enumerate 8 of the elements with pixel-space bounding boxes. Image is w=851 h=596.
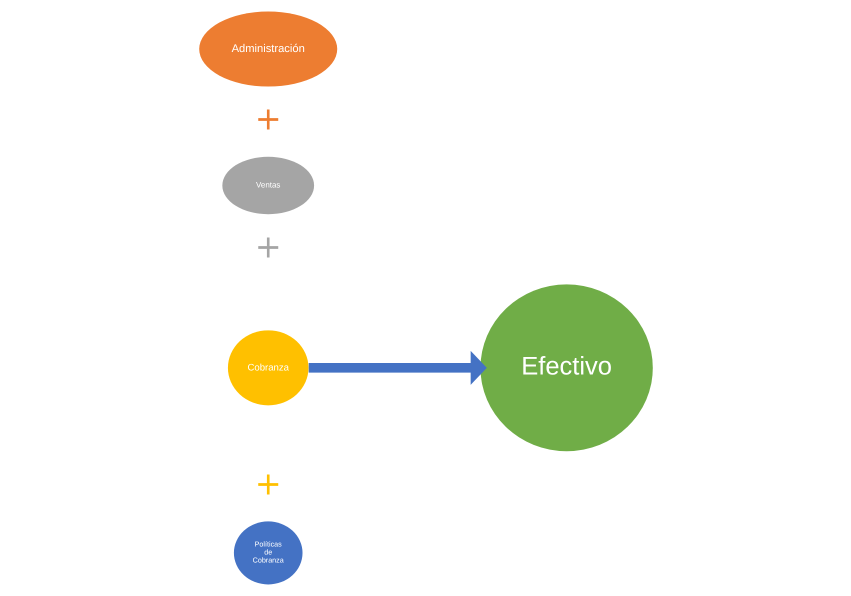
node-ellipse: Ventas <box>222 156 314 214</box>
arrow <box>308 350 486 385</box>
node-circle: Cobranza <box>227 330 308 406</box>
label: + <box>254 227 282 266</box>
label: + <box>254 464 282 502</box>
label: + <box>254 100 282 138</box>
node-circle: Efectivo <box>480 284 652 452</box>
node-ellipse: Administración <box>198 12 337 87</box>
